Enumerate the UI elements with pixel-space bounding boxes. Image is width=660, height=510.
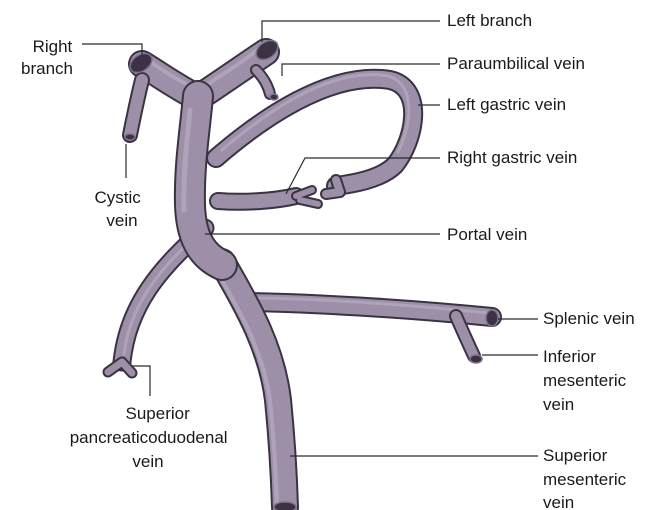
cystic-vein xyxy=(130,80,142,135)
right-gastric-vein xyxy=(218,190,318,204)
label-paraumbilical-vein: Paraumbilical vein xyxy=(447,54,585,73)
label-left-gastric-vein: Left gastric vein xyxy=(447,95,566,114)
label-superior-pancreaticoduodenal-vein: Superior pancreaticoduodenal vein xyxy=(70,404,233,471)
label-portal-vein: Portal vein xyxy=(447,225,527,244)
portal-vein-trunk xyxy=(184,96,222,265)
label-splenic-vein: Splenic vein xyxy=(543,309,635,328)
label-inferior-mesenteric-vein: Inferior mesenteric vein xyxy=(543,347,631,414)
label-right-branch: Right branch xyxy=(21,37,77,78)
paraumbilical-vein xyxy=(256,70,270,94)
label-left-branch: Left branch xyxy=(447,11,532,30)
label-right-gastric-vein: Right gastric vein xyxy=(447,148,577,167)
label-superior-mesenteric-vein: Superior mesenteric vein xyxy=(543,446,631,510)
label-cystic-vein: Cystic vein xyxy=(94,188,145,230)
leader-left-branch xyxy=(262,21,440,42)
left-gastric-vein xyxy=(216,75,413,194)
